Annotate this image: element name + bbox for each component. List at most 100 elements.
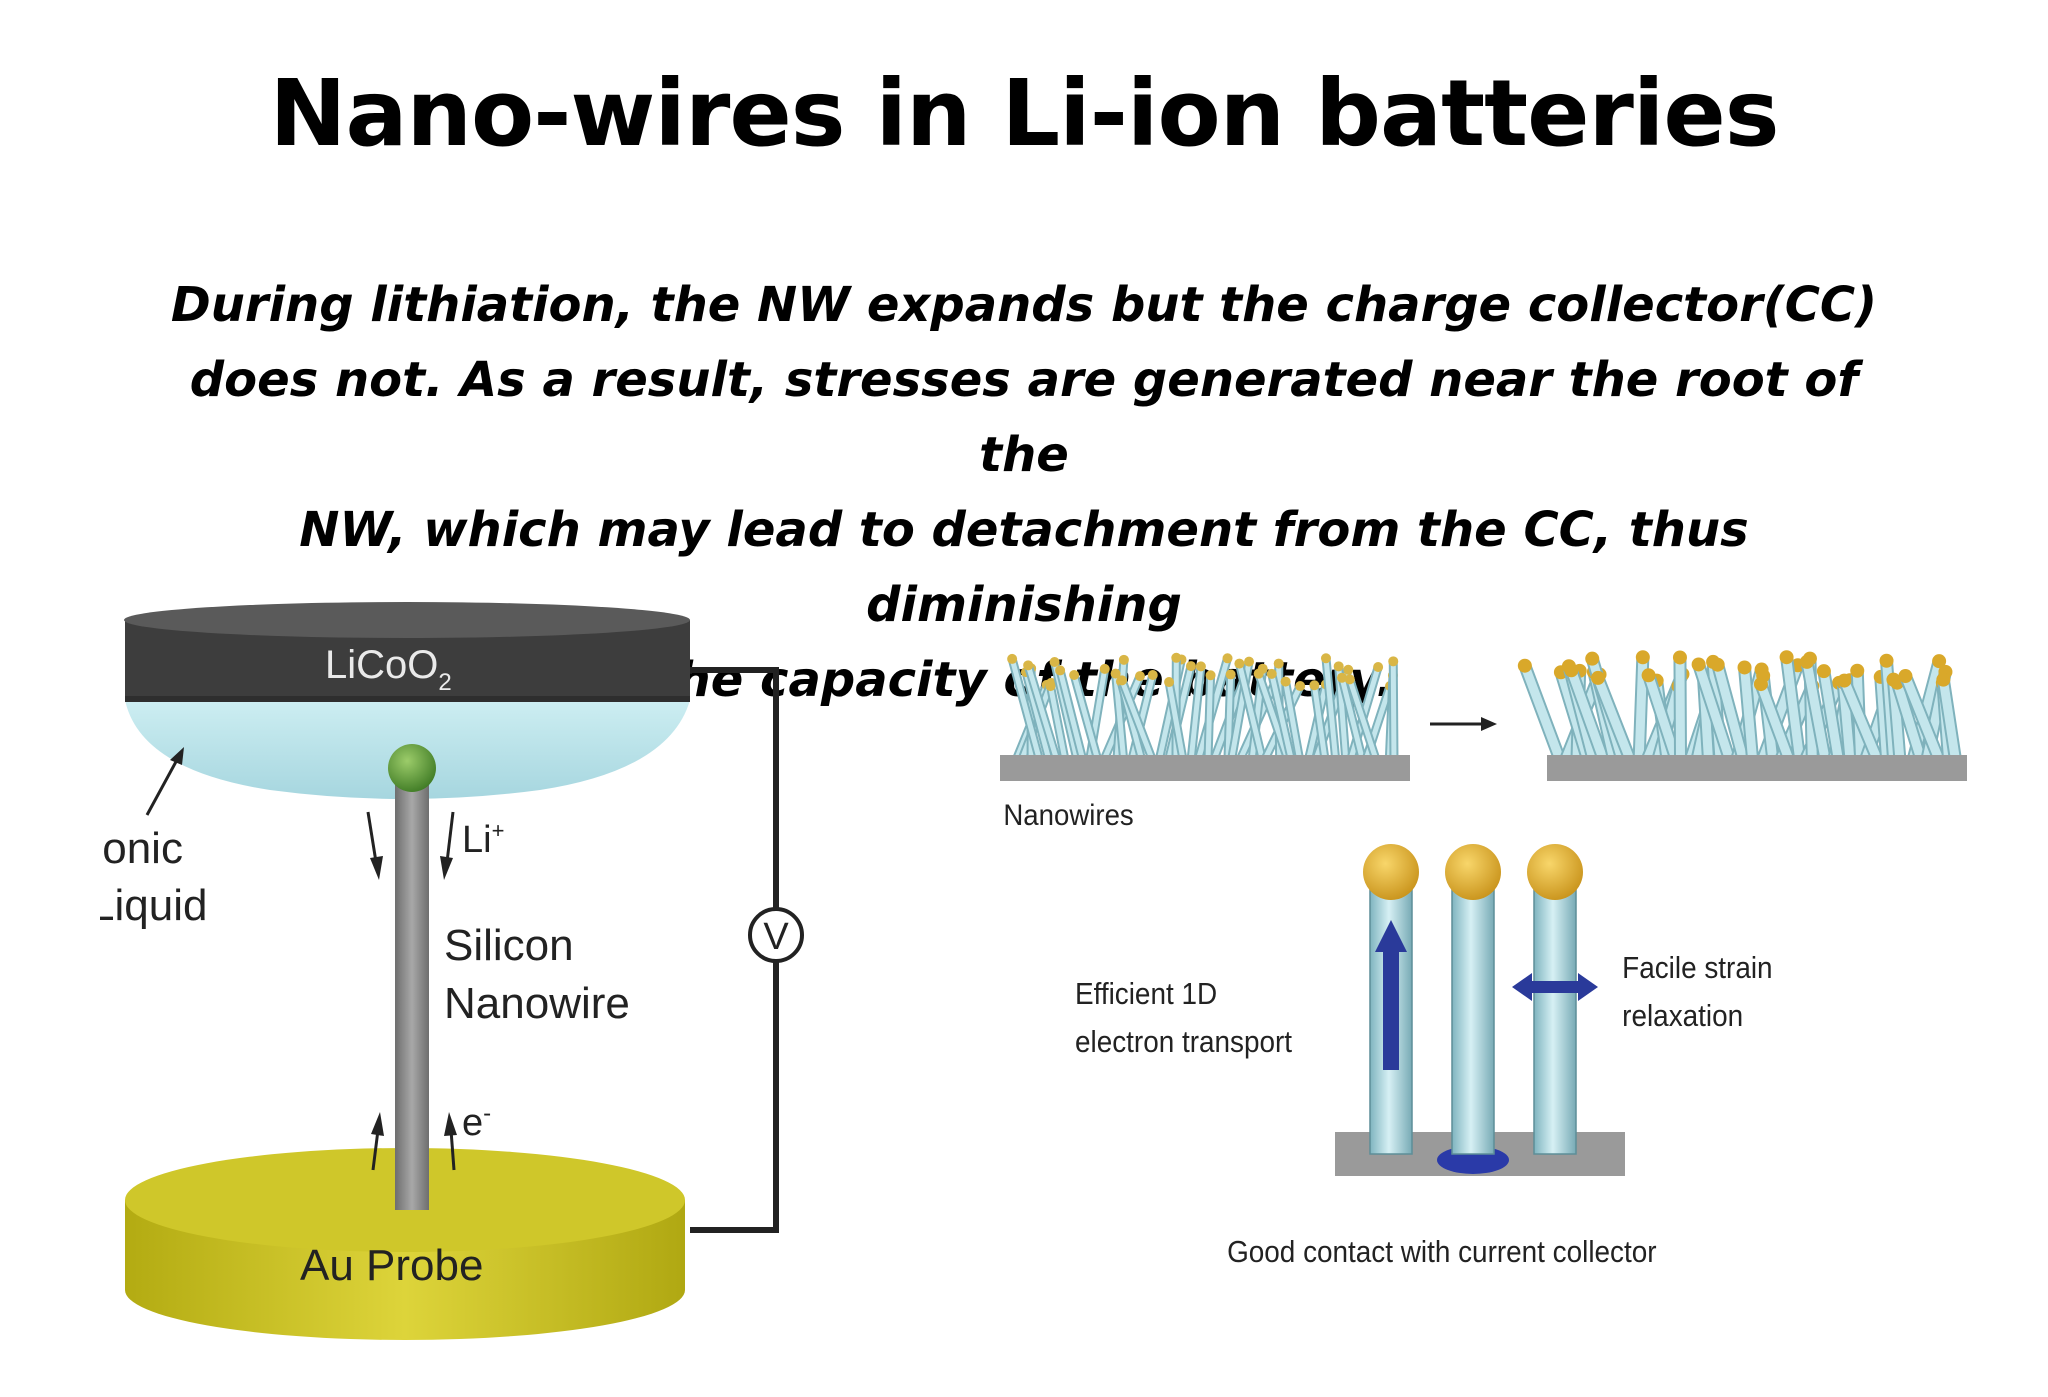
electron-transport-arrow-icon <box>1383 950 1399 1070</box>
nanowire-strand-tip <box>1118 654 1129 665</box>
nanowire-strand-tip <box>1253 668 1264 679</box>
nanowire-strand-tip <box>1205 670 1216 681</box>
nanowire-pillar <box>1533 877 1577 1155</box>
nanowire-strand-tip <box>1045 681 1056 692</box>
nanowire-strand-tip <box>1320 653 1331 664</box>
nanowire-strand-highlight <box>1740 662 1757 762</box>
nanowire-strand-tip <box>1337 672 1348 683</box>
nanowire-strand-highlight <box>1900 671 1943 762</box>
nanowire-pillar <box>1451 877 1495 1155</box>
nanowire-strand-tip <box>1344 674 1355 685</box>
nanowire-label-1: Silicon <box>444 921 574 970</box>
electron-arrow-icon <box>449 1129 456 1171</box>
nanowire-strand-highlight <box>1071 672 1100 760</box>
nanowire-strand-highlight <box>1025 662 1059 760</box>
nanowire-strand-highlight <box>1644 670 1680 762</box>
nanowire-test-cell-diagram: V Au Probe LiCoO2 Ionic Liquid Li+ Silic… <box>90 590 860 1350</box>
nanowire-strand-highlight <box>1188 663 1204 760</box>
nanowire-strand-highlight <box>1566 665 1607 762</box>
nanowire-strand-highlight <box>1694 659 1734 762</box>
nanowire-strand-highlight <box>1166 679 1186 760</box>
nanowire-strand-tip <box>1691 657 1706 672</box>
nanowire-cap <box>1363 844 1419 900</box>
nanowire-strand-highlight <box>1819 666 1843 762</box>
nanowire-strand-tip <box>1672 650 1687 665</box>
nanowire-strand-highlight <box>1347 676 1378 760</box>
nanowire-strand-tip <box>1099 663 1110 674</box>
nanowire-strand-tip <box>1309 680 1320 691</box>
nanowire-strand-tip <box>1753 677 1768 692</box>
nanowire-strand-highlight <box>1390 658 1397 760</box>
nanowire-advantages-diagram: Nanowires Efficient 1D electron transpor… <box>985 620 1985 1280</box>
nanowire-strand-tip <box>1517 658 1532 673</box>
nanowire-strand-highlight <box>1205 672 1214 760</box>
strain-relaxation-label-2: relaxation <box>1622 999 1743 1034</box>
cathode-top <box>124 602 690 638</box>
efficient-transport-label-2: electron transport <box>1075 1025 1292 1060</box>
nanowire-strand-highlight <box>1311 682 1328 760</box>
nanowire-strand-tip <box>1244 656 1255 667</box>
nanowire-strand-highlight <box>1009 656 1042 760</box>
paragraph-line: During lithiation, the NW expands but th… <box>170 277 1878 333</box>
nanowire-strand-tip <box>1023 660 1034 671</box>
nanowire-strand-highlight <box>1839 676 1881 762</box>
nanowire-strand-highlight <box>1675 652 1686 762</box>
nanowire-strand-tip <box>1799 654 1814 669</box>
nanowire-strand-tip <box>1850 663 1865 678</box>
nanowire-strand-tip <box>1222 653 1233 664</box>
nanowire-strand-tip <box>1590 670 1605 685</box>
nanowire-strand-highlight <box>1876 672 1891 762</box>
substrate-before <box>1000 755 1410 781</box>
nanowire-strand-tip <box>1837 673 1852 688</box>
nanowire-strand-tip <box>1110 668 1121 679</box>
nanowire-strand-highlight <box>1256 671 1290 760</box>
nanowire-strand-highlight <box>1057 667 1085 760</box>
nanowire-strand-highlight <box>1802 657 1830 762</box>
voltmeter-icon <box>748 907 804 963</box>
nanowire-cap <box>1527 844 1583 900</box>
nanowire-strand-tip <box>1564 663 1579 678</box>
nanowire-strand-highlight <box>1520 661 1564 762</box>
paragraph-line: NW, which may lead to detachment from th… <box>299 502 1749 633</box>
nanowire-strand-tip <box>1779 650 1794 665</box>
paragraph-line: does not. As a result, stresses are gene… <box>189 352 1859 483</box>
nanowire-strand-highlight <box>1023 669 1051 760</box>
li-ion-arrow-icon <box>445 811 455 863</box>
nanowire-strand-tip <box>1280 676 1291 687</box>
nanowire-strand-tip <box>1373 661 1384 672</box>
efficient-transport-label-1: Efficient 1D <box>1075 977 1217 1012</box>
nanowire-strand-tip <box>1171 652 1182 663</box>
nanowire-strand-tip <box>1295 681 1306 692</box>
nanowire-tip <box>388 744 436 792</box>
nanowire-strand-highlight <box>1756 679 1793 762</box>
nanowire-strand-tip <box>1898 669 1913 684</box>
substrate-after <box>1547 755 1967 781</box>
nanowire-strand-tip <box>1007 653 1018 664</box>
nanowire-cap <box>1445 844 1501 900</box>
nanowire-strand-tip <box>1266 668 1277 679</box>
nanowire-strand-tip <box>1388 656 1399 667</box>
li-ion-label: Li+ <box>462 818 504 861</box>
slide-title: Nano-wires in Li-ion batteries <box>269 60 1779 167</box>
nanowire-strand-highlight <box>1236 661 1265 760</box>
ionic-liquid-label-1: Ionic <box>100 824 183 873</box>
ionic-liquid-pointer <box>145 757 180 816</box>
nanowire-strand-tip <box>1936 672 1951 687</box>
nanowire-strand-highlight <box>1593 673 1634 762</box>
nanowire-strand-tip <box>1234 658 1245 669</box>
nanowire-strand-tip <box>1195 661 1206 672</box>
nanowire-strand-highlight <box>1323 655 1338 760</box>
nanowire-strand-tip <box>1333 661 1344 672</box>
nanowire-strand-tip <box>1585 651 1600 666</box>
nanowire-strand-highlight <box>1892 678 1925 762</box>
nanowire-strand-highlight <box>1269 671 1294 760</box>
nanowire-label-2: Nanowire <box>444 979 630 1028</box>
nanowire-strand-tip <box>1055 665 1066 676</box>
strain-relaxation-arrow-icon <box>1512 973 1598 1001</box>
nanowire-strand-highlight <box>1634 652 1648 762</box>
nanowire-strand-highlight <box>1713 660 1748 762</box>
strain-relaxation-label-1: Facile strain <box>1622 951 1772 986</box>
nanowire-strand-highlight <box>1119 677 1154 760</box>
ionic-liquid-label-2: Liquid <box>100 881 207 930</box>
nanowire-strand-tip <box>1069 669 1080 680</box>
